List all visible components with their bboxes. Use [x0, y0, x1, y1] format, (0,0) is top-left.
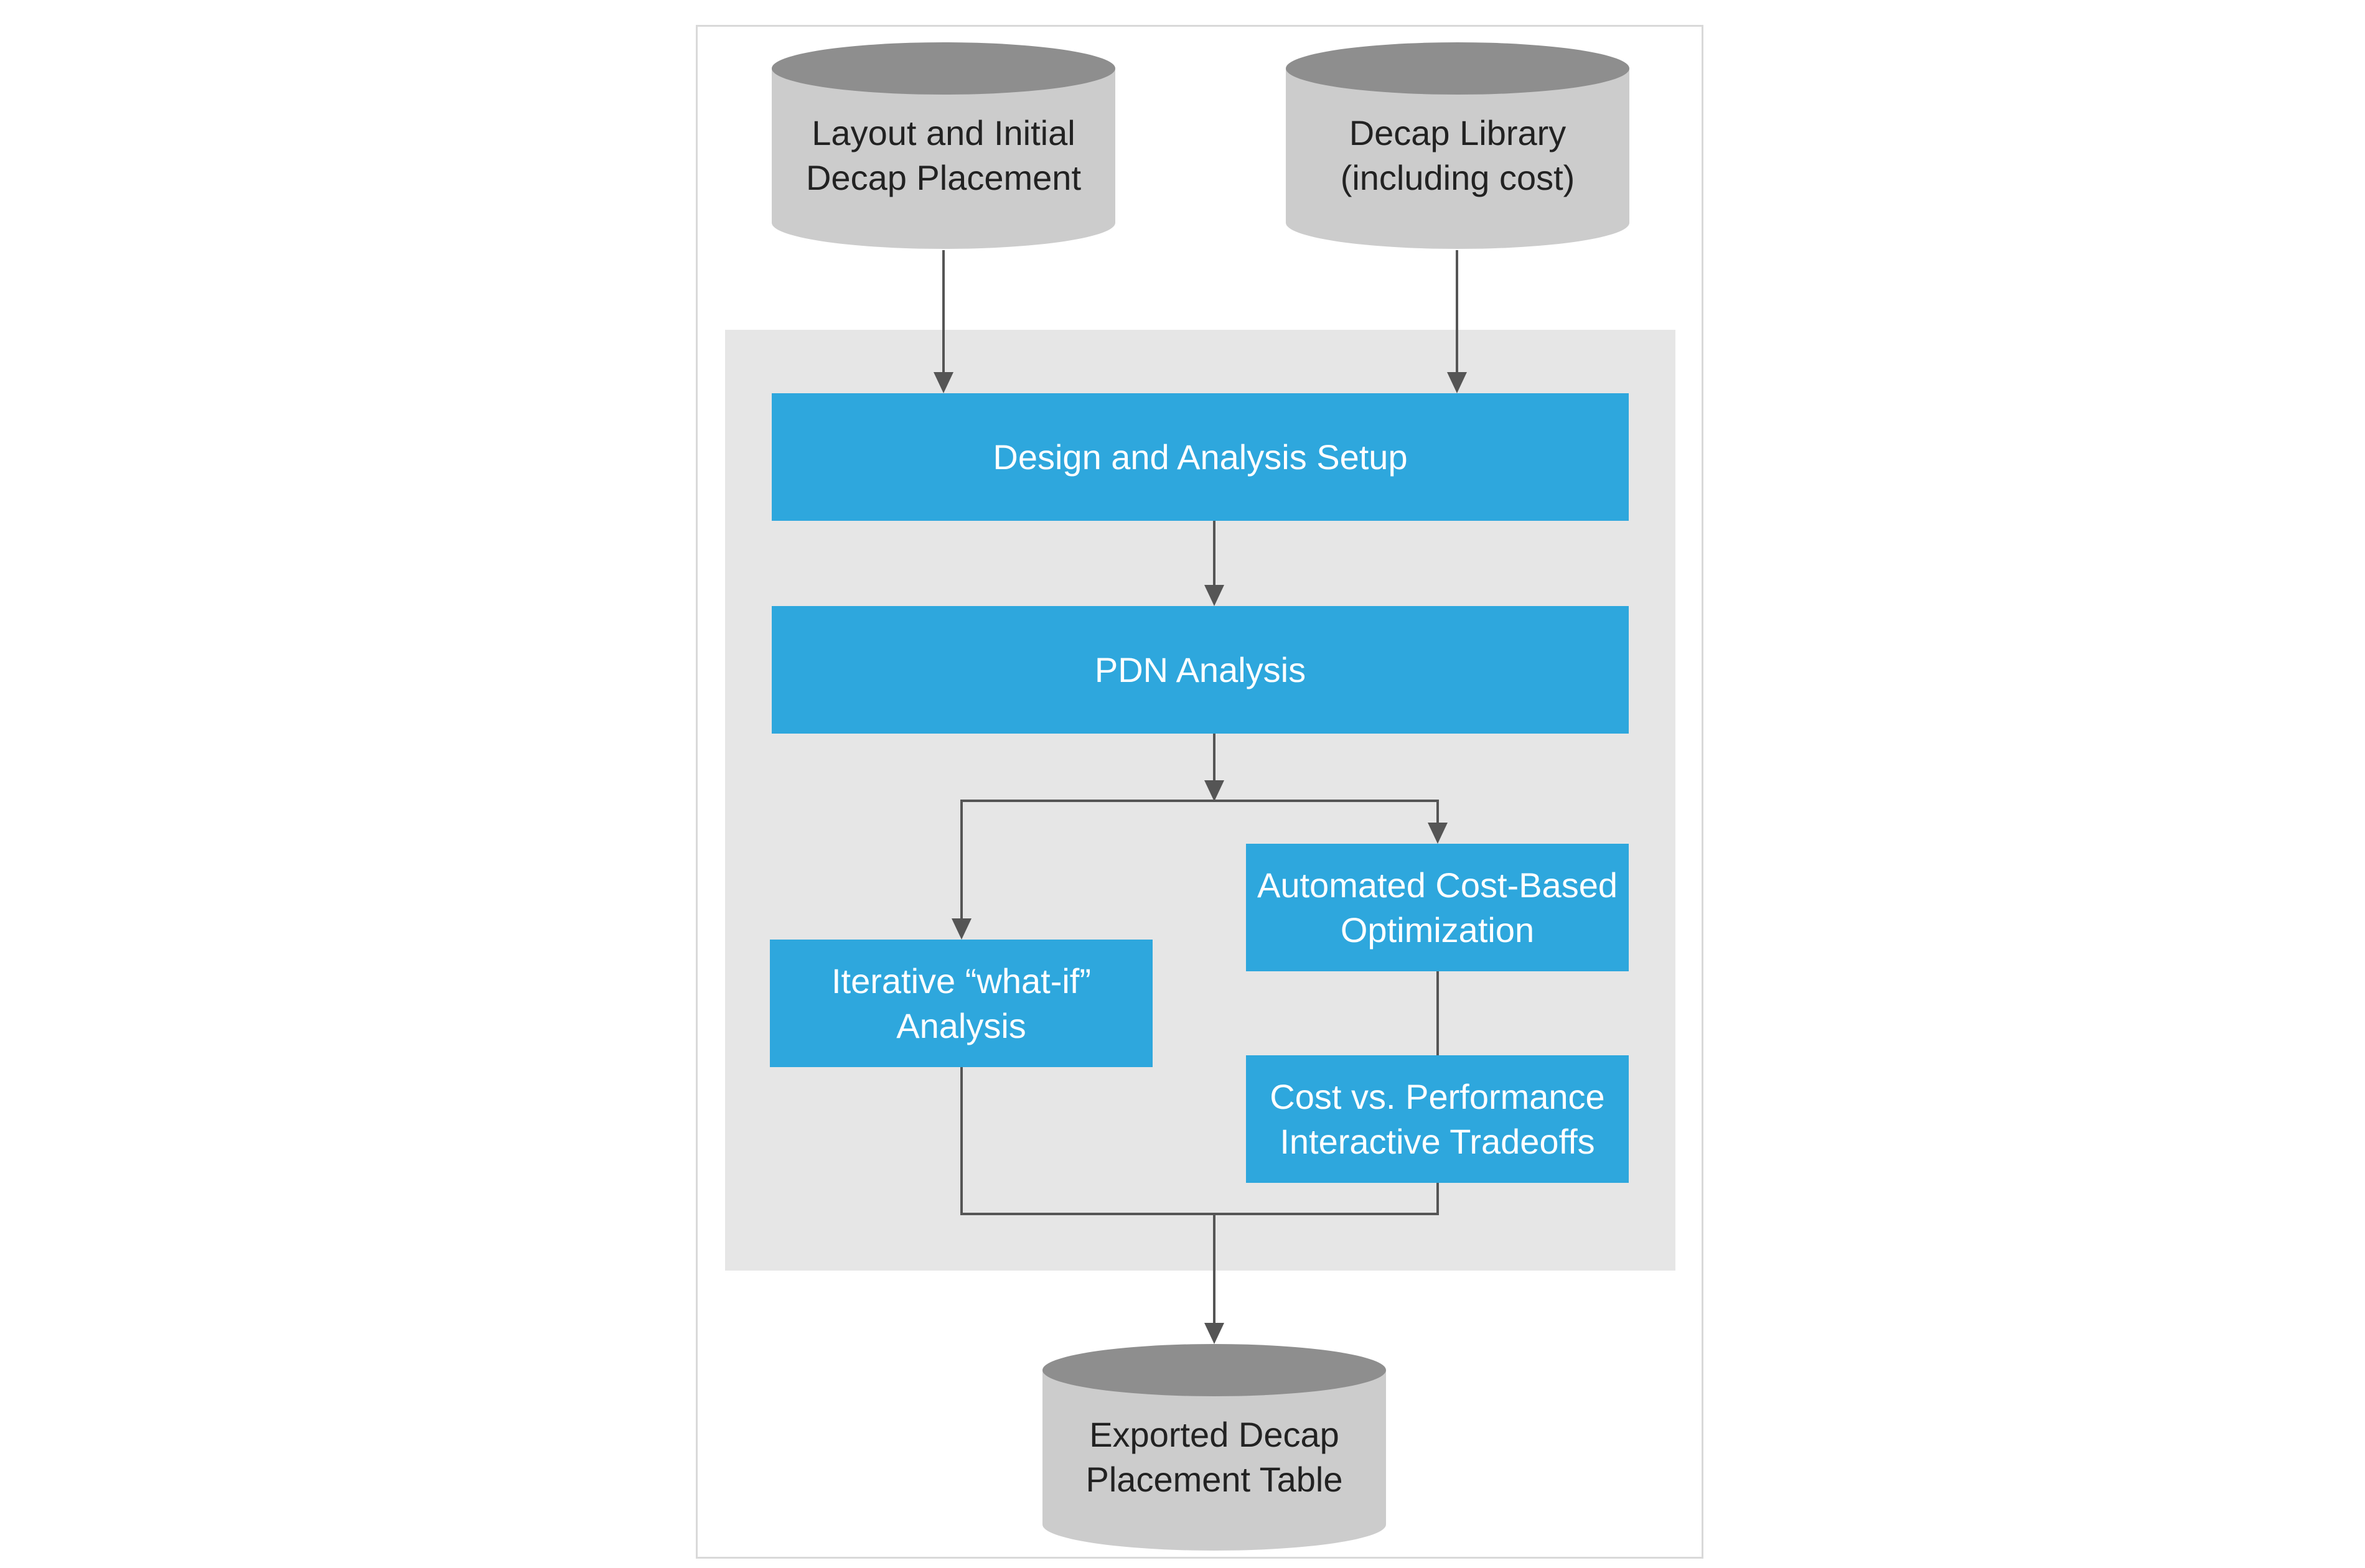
arrowhead-pdn	[1204, 585, 1224, 606]
automated-optimization-box: Automated Cost-Based Optimization	[1246, 844, 1629, 971]
arrowhead-layout	[934, 372, 953, 393]
split-connector	[960, 800, 1441, 937]
decap-library-label: Decap Library (including cost)	[1340, 113, 1575, 197]
pdn-analysis-box: PDN Analysis	[772, 606, 1629, 734]
cost-performance-tradeoffs-box: Cost vs. Performance Interactive Tradeof…	[1246, 1055, 1629, 1183]
arrowhead-library	[1447, 372, 1467, 393]
design-analysis-setup-box: Design and Analysis Setup	[772, 393, 1629, 521]
layout-database: Layout and Initial Decap Placement	[772, 42, 1115, 249]
arrowhead-whatif	[952, 918, 972, 940]
what-if-analysis-box: Iterative “what-if” Analysis	[770, 940, 1153, 1067]
layout-database-label: Layout and Initial Decap Placement	[805, 113, 1081, 197]
merge-connector	[960, 1067, 1439, 1215]
arrowhead-split	[1204, 780, 1224, 801]
arrowhead-output	[1204, 1323, 1224, 1344]
exported-table-database: Exported Decap Placement Table	[1042, 1344, 1386, 1551]
decap-library-database: Decap Library (including cost)	[1286, 42, 1629, 249]
arrowhead-automated	[1428, 823, 1448, 844]
exported-table-label: Exported Decap Placement Table	[1085, 1415, 1343, 1499]
